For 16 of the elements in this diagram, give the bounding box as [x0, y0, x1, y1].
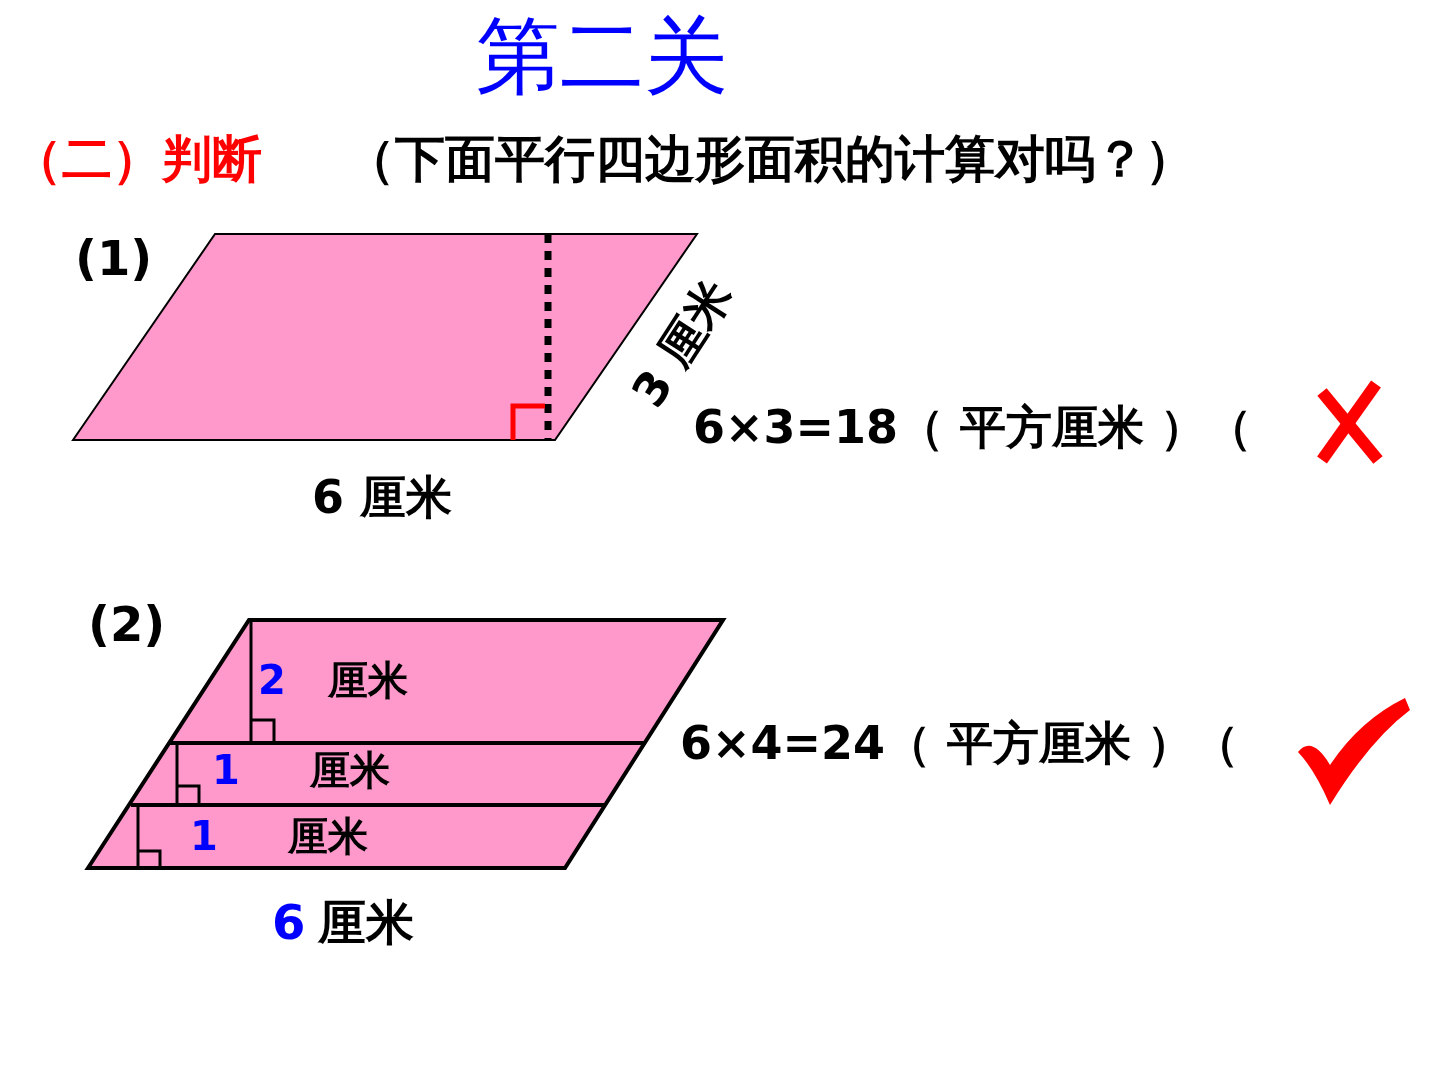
- measurement-label: 厘米: [328, 658, 408, 702]
- measurement-label: 厘米: [318, 896, 414, 949]
- part-number: (2): [88, 598, 166, 651]
- formula: 6×4=24（ 平方厘米 ）（: [680, 718, 1240, 769]
- title: 第二关: [476, 10, 728, 103]
- measurement-label: 1: [212, 748, 240, 792]
- heading: （下面平行四边形面积的计算对吗？）: [345, 132, 1195, 187]
- formula: 6×3=18（ 平方厘米 ）（: [693, 402, 1253, 453]
- measurement-label: 1: [190, 814, 218, 858]
- measurement-label: 6 厘米: [312, 472, 453, 523]
- part-number: (1): [75, 232, 153, 285]
- measurement-label: 6: [272, 896, 306, 949]
- measurement-label: 2: [258, 658, 286, 702]
- measurement-label: 厘米: [288, 814, 368, 858]
- measurement-label: 厘米: [310, 748, 390, 792]
- heading: （二）判断: [12, 132, 262, 187]
